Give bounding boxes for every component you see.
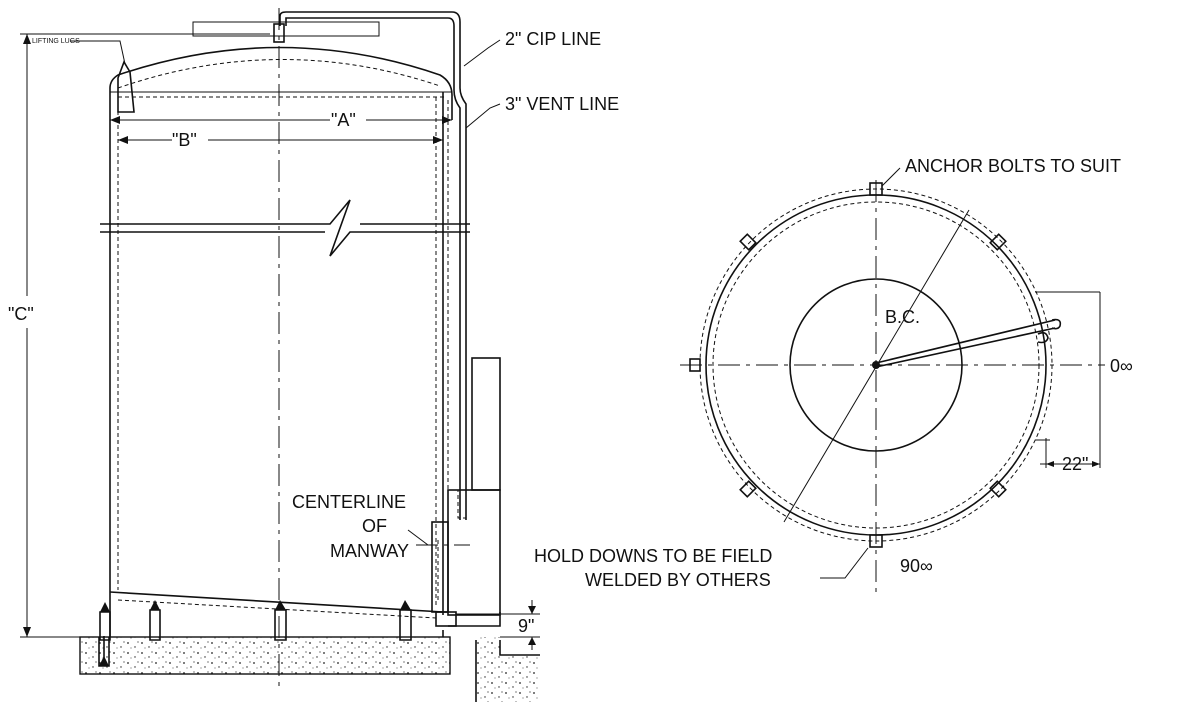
break-line [100, 199, 470, 257]
hold-downs-label-1: HOLD DOWNS TO BE FIELD [534, 546, 772, 566]
hold-down-clips [689, 182, 1007, 548]
cip-line-label: 2" CIP LINE [505, 29, 601, 49]
lifting-lugs-label: LIFTING LUGS [32, 38, 80, 45]
dim-b-label: "B" [172, 130, 197, 150]
lifting-lug [117, 60, 135, 113]
manway-structure [431, 357, 501, 627]
dim-c-label: "C" [8, 304, 34, 324]
top-nozzle [273, 23, 285, 43]
dimension-a [110, 116, 452, 124]
centerline-label-1: CENTERLINE [292, 492, 406, 512]
concrete-foundation [79, 636, 451, 675]
dim-9-label: 9" [518, 616, 534, 636]
centerline-label-2: OF [362, 516, 387, 536]
dim-22-label: 22" [1062, 454, 1088, 474]
leg-footing [476, 637, 540, 702]
dimension-b [118, 136, 443, 144]
dim-a-label: "A" [331, 110, 356, 130]
vent-line-label: 3" VENT LINE [505, 94, 619, 114]
bc-label: B.C. [885, 307, 920, 327]
dimension-c [20, 33, 270, 638]
dimension-9 [456, 600, 540, 650]
plan-view: B.C. 0∞ 22" ANCH [534, 156, 1133, 598]
angle-90-label: 90∞ [900, 556, 933, 576]
manway-arm [875, 318, 1062, 368]
centerline-label-3: MANWAY [330, 541, 409, 561]
anchor-bolts-label: ANCHOR BOLTS TO SUIT [905, 156, 1121, 176]
angle-0-label: 0∞ [1110, 356, 1133, 376]
elevation-view: LIFTING LUGS 2" CIP LINE 3" VENT LINE "A… [8, 8, 619, 702]
anchor-bolts-elevation [98, 600, 412, 667]
cip-line [279, 11, 467, 520]
hold-downs-label-2: WELDED BY OTHERS [585, 570, 771, 590]
